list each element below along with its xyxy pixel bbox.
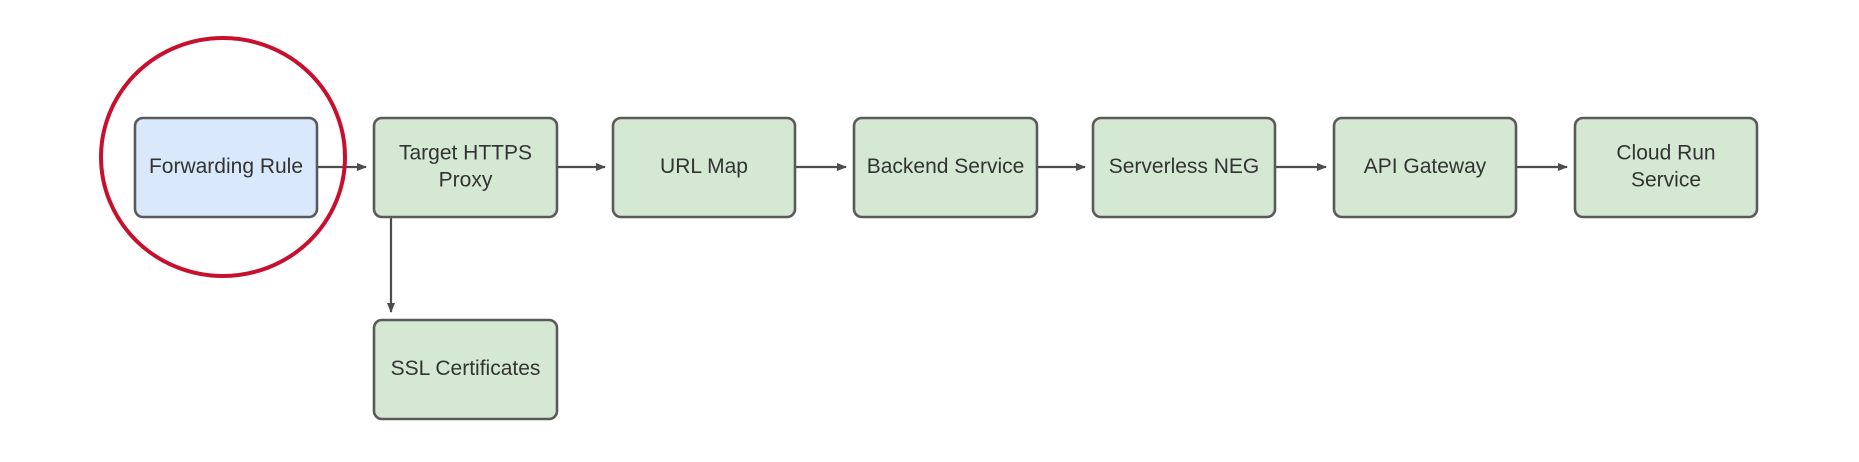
node-box-ssl-certificates[interactable] [372, 318, 559, 421]
node-forwarding-rule[interactable]: Forwarding Rule [133, 116, 319, 219]
node-target-https-proxy[interactable]: Target HTTPS Proxy [372, 116, 559, 219]
node-label-cloud-run-service: Cloud Run [1616, 142, 1715, 165]
node-label-target-https-proxy: Proxy [439, 169, 493, 192]
node-label-backend-service: Backend Service [867, 155, 1025, 178]
node-box-api-gateway[interactable] [1332, 116, 1518, 219]
annotations-layer [99, 36, 347, 278]
node-box-forwarding-rule[interactable] [133, 116, 319, 219]
node-box-target-https-proxy[interactable] [372, 116, 559, 219]
node-label-cloud-run-service: Service [1631, 169, 1701, 192]
node-backend-service[interactable]: Backend Service [852, 116, 1039, 219]
node-api-gateway[interactable]: API Gateway [1332, 116, 1518, 219]
node-label-forwarding-rule: Forwarding Rule [149, 155, 303, 178]
node-ssl-certificates[interactable]: SSL Certificates [372, 318, 559, 421]
node-serverless-neg[interactable]: Serverless NEG [1091, 116, 1277, 219]
node-box-backend-service[interactable] [852, 116, 1039, 219]
node-label-api-gateway: API Gateway [1364, 155, 1487, 178]
node-label-serverless-neg: Serverless NEG [1109, 155, 1260, 178]
node-label-ssl-certificates: SSL Certificates [391, 357, 541, 380]
node-box-url-map[interactable] [611, 116, 797, 219]
annotation-highlight-circle [99, 36, 347, 278]
node-url-map[interactable]: URL Map [611, 116, 797, 219]
node-box-serverless-neg[interactable] [1091, 116, 1277, 219]
node-box-cloud-run-service[interactable] [1573, 116, 1759, 219]
nodes-layer: Forwarding Rule Target HTTPS Proxy URL Map B… [133, 116, 1759, 421]
node-label-target-https-proxy: Target HTTPS [399, 142, 532, 165]
node-label-url-map: URL Map [660, 155, 748, 178]
edges-layer [317, 163, 1568, 313]
